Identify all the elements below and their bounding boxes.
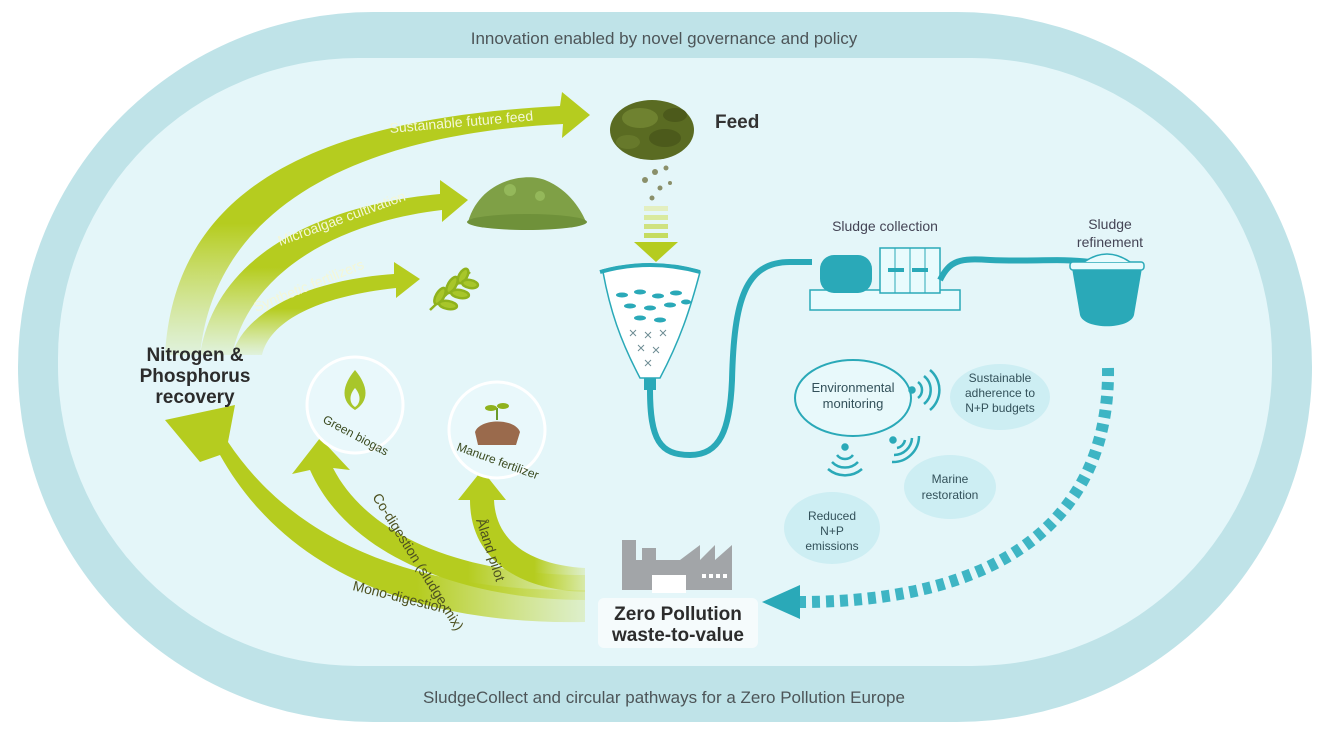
adherence-bubble bbox=[950, 364, 1050, 430]
arrow-mono-digestion bbox=[165, 405, 585, 623]
return-dashed-arrow bbox=[762, 367, 1115, 619]
arrow-synthetic-fertilizers bbox=[232, 262, 420, 355]
sludge-refinement-label-2: refinement bbox=[1076, 234, 1144, 250]
marine-label-1: Marine bbox=[931, 472, 969, 486]
marine-label-2: restoration bbox=[921, 488, 979, 502]
top-frame-text: Innovation enabled by novel governance a… bbox=[470, 29, 858, 48]
monitoring-label-1: Environmental bbox=[811, 380, 895, 395]
sludge-pipe-2 bbox=[937, 256, 1091, 282]
reduced-label-2: N+P bbox=[820, 524, 844, 538]
sprout-soil-icon bbox=[475, 403, 520, 445]
adherence-label-3: N+P budgets bbox=[965, 401, 1035, 415]
arrow-sustainable-feed bbox=[165, 92, 590, 355]
reduced-label-3: emissions bbox=[805, 539, 859, 553]
sludge-pipe-1 bbox=[647, 259, 812, 459]
biogas-circle bbox=[305, 355, 405, 455]
leaf-icon bbox=[429, 267, 480, 311]
signal-icon bbox=[908, 369, 941, 411]
zero-pollution-label-1: Zero Pollution bbox=[614, 604, 742, 625]
bottom-frame-text: SludgeCollect and circular pathways for … bbox=[423, 688, 905, 707]
sludge-refinement-label-1: Sludge bbox=[1088, 216, 1132, 232]
arrow-aland-pilot bbox=[458, 470, 585, 592]
adherence-label-1: Sustainable bbox=[968, 371, 1032, 385]
manure-circle bbox=[447, 380, 547, 480]
monitoring-circle bbox=[794, 359, 912, 437]
sludge-tank-icon bbox=[1069, 253, 1145, 327]
feed-label: Feed bbox=[715, 112, 760, 133]
sludge-collection-station bbox=[809, 247, 961, 311]
np-recovery-label-3: recovery bbox=[155, 387, 235, 408]
np-recovery-label-2: Phosphorus bbox=[139, 366, 251, 387]
marine-bubble bbox=[904, 455, 996, 519]
reduced-label-1: Reduced bbox=[807, 509, 857, 523]
signal-icon bbox=[827, 443, 863, 477]
reduced-bubble bbox=[784, 492, 880, 564]
feed-pellets-icon bbox=[610, 100, 694, 201]
monitoring-label-2: monitoring bbox=[822, 396, 884, 411]
arrow-microalgae bbox=[200, 180, 468, 355]
microalgae-powder-icon bbox=[467, 177, 587, 230]
feed-down-arrow bbox=[634, 206, 678, 262]
np-recovery-label-1: Nitrogen & bbox=[146, 345, 244, 366]
sludge-collection-label: Sludge collection bbox=[832, 218, 938, 234]
signal-icon bbox=[889, 435, 921, 464]
factory-icon bbox=[622, 540, 732, 593]
fish-cage-icon bbox=[599, 263, 701, 390]
zero-pollution-label-2: waste-to-value bbox=[612, 625, 744, 646]
adherence-label-2: adherence to bbox=[964, 386, 1036, 400]
zero-pollution-box bbox=[598, 598, 758, 648]
